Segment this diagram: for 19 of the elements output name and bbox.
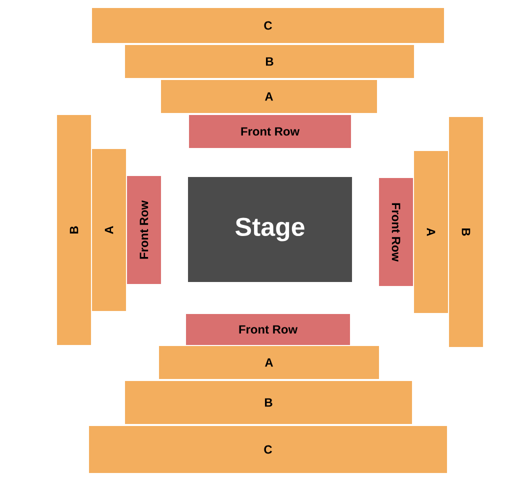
node-label: A: [104, 226, 114, 234]
seating-section: B: [125, 381, 412, 424]
seating-section: Front Row: [186, 314, 350, 345]
seating-section: Front Row: [379, 178, 413, 286]
seating-section: A: [414, 151, 448, 313]
seating-section: Front Row: [127, 176, 161, 284]
seating-section: A: [92, 149, 126, 311]
seating-section: A: [161, 80, 377, 113]
seating-section: C: [89, 426, 447, 473]
seating-section: B: [125, 45, 414, 78]
node-label: B: [70, 226, 78, 234]
stage: Stage: [188, 177, 352, 282]
seating-section: B: [57, 115, 91, 345]
seating-section: A: [159, 346, 379, 379]
node-label: A: [426, 228, 436, 236]
seating-section: Front Row: [189, 115, 351, 148]
seating-section: C: [92, 8, 444, 43]
node-label: B: [462, 228, 470, 236]
seating-section: B: [449, 117, 483, 347]
